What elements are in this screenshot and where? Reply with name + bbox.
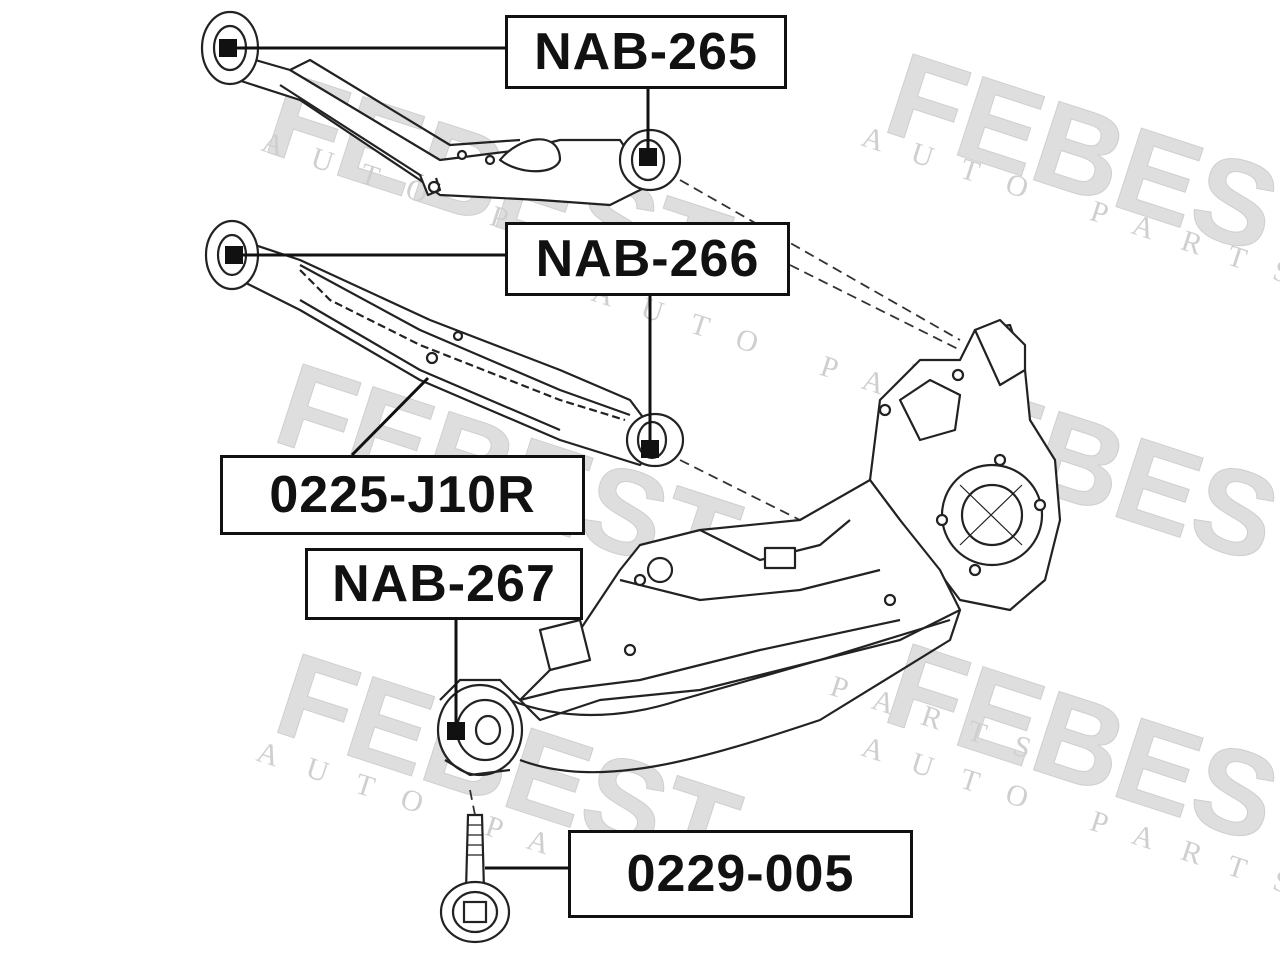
mounting-bolt: [439, 813, 511, 944]
marker-nab265-left: [219, 39, 237, 57]
callout-markers: [219, 39, 659, 740]
knuckle-hub-assembly: [868, 318, 1062, 612]
dashed-alignment-lines: [469, 179, 961, 816]
marker-nab266-left: [225, 246, 243, 264]
leader-lines: [228, 46, 652, 870]
part-label-nab-265: NAB-265: [505, 15, 787, 89]
trailing-arm-bushing: [436, 678, 524, 777]
marker-nab267: [447, 722, 465, 740]
marker-nab266-right: [641, 440, 659, 458]
trailing-arm-subframe: [509, 478, 962, 774]
part-label-0229-005: 0229-005: [568, 830, 913, 918]
part-label-nab-267: NAB-267: [305, 548, 583, 620]
part-label-0225-j10r: 0225-J10R: [220, 455, 585, 535]
part-label-nab-266: NAB-266: [505, 222, 790, 296]
marker-nab265-right: [639, 148, 657, 166]
